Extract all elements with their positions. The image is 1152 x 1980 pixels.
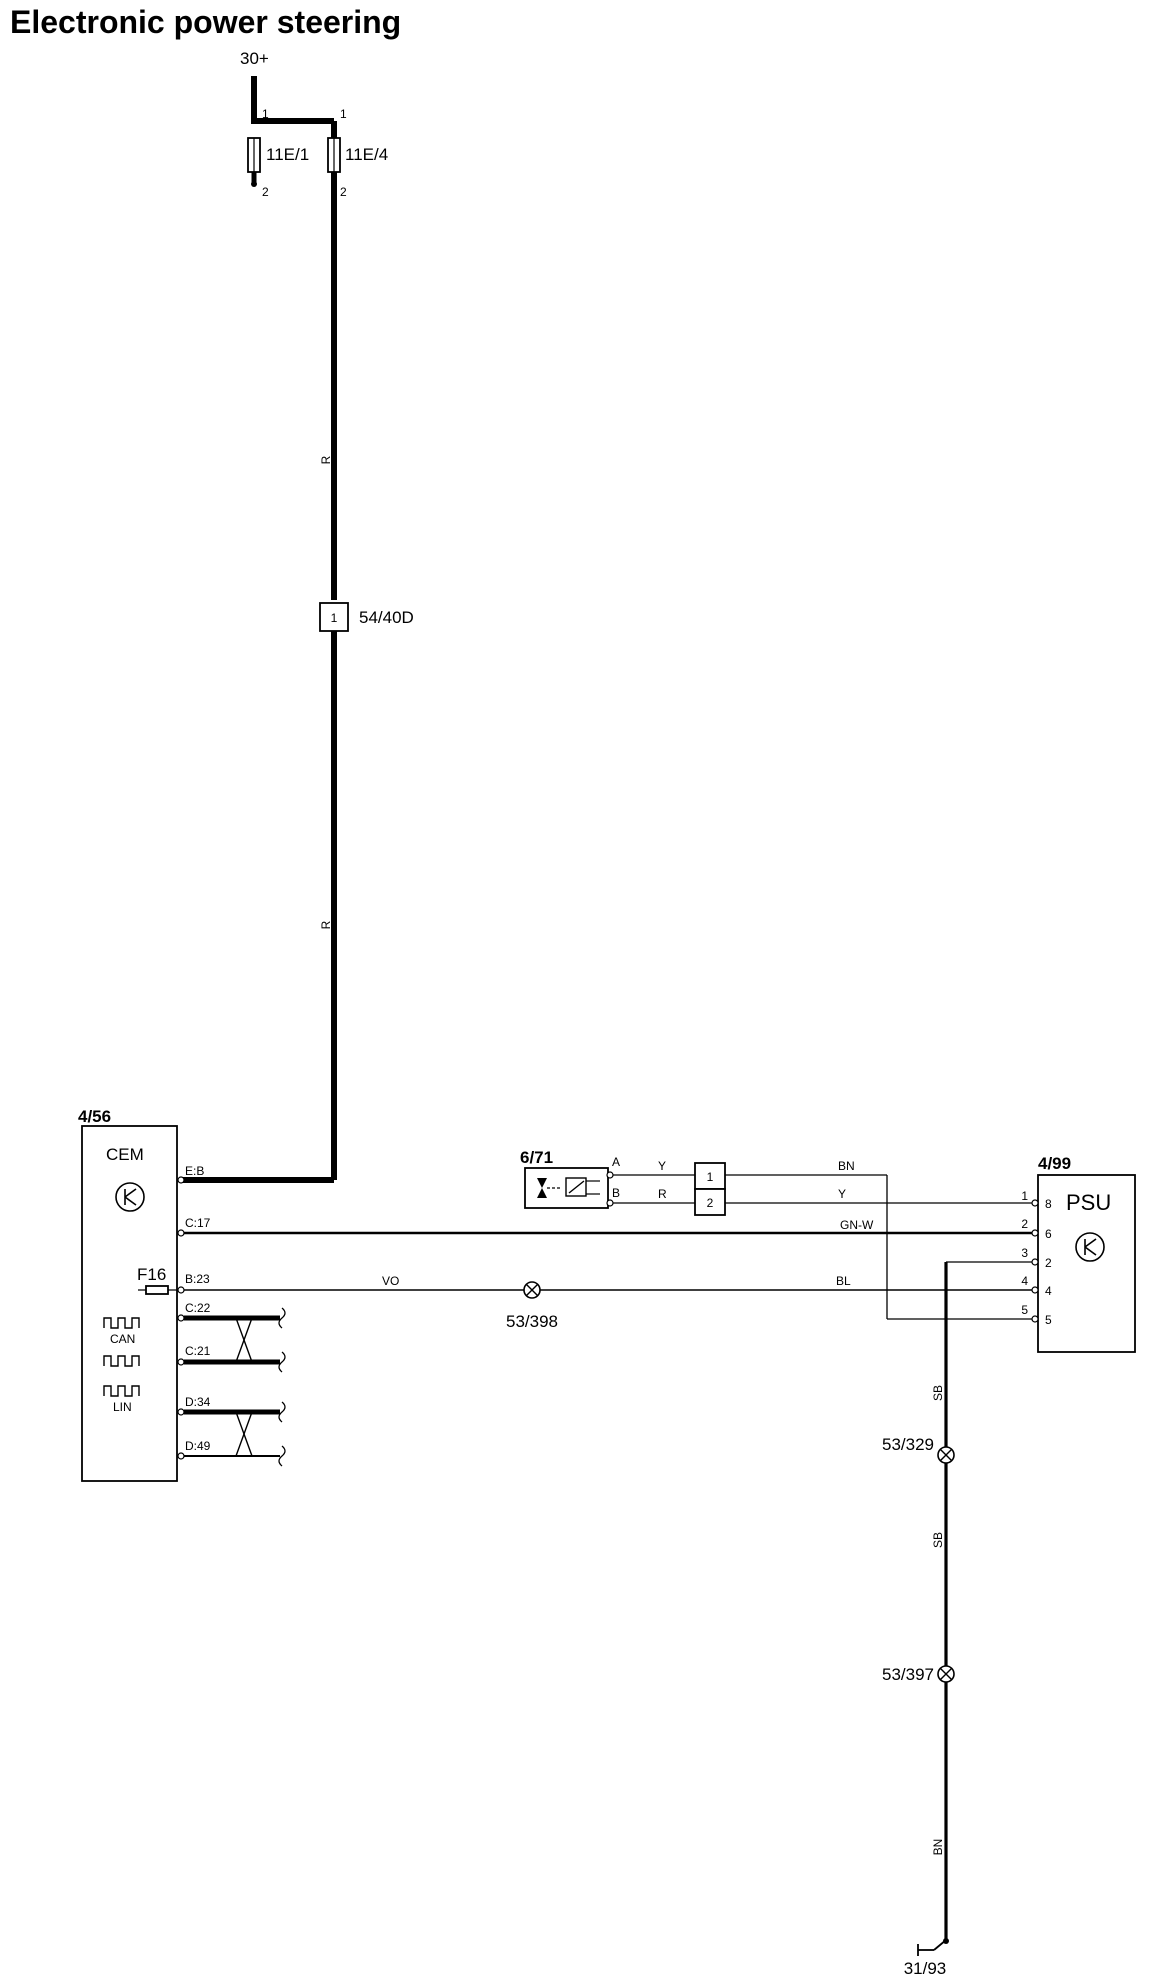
wire-c17: GN-W	[184, 1218, 1032, 1235]
cem-pin-d49: D:49	[185, 1439, 211, 1453]
cem-fuse-f16-symbol	[145, 1285, 169, 1295]
supply-label: 30+	[240, 49, 269, 68]
psu-transistor-icon	[1075, 1232, 1105, 1262]
ground-symbol: 31/93	[904, 1938, 949, 1978]
splice-53-329-label: 53/329	[882, 1435, 934, 1454]
wire-color-psu-6-from-conn: Y	[838, 1187, 846, 1201]
psu-inner-pin-4: 4	[1045, 1284, 1052, 1298]
splice-53-398-label: 53/398	[506, 1312, 558, 1331]
cem-module: 4/56 CEM E:B C:17 B:23 F16 C:22 C:21 D:3…	[78, 1107, 211, 1482]
psu-inner-pin-2: 2	[1045, 1256, 1052, 1270]
fuse-11e4: 1 2 11E/4	[327, 107, 388, 199]
cem-id: 4/56	[78, 1107, 111, 1126]
wire-color-psu-8: BN	[838, 1159, 855, 1173]
splice-53-398: 53/398	[506, 1281, 558, 1331]
wire-color-ground-3: BN	[931, 1839, 945, 1856]
can-bus-icon: CAN	[103, 1317, 140, 1367]
fuse-11e1-pin-top: 1	[262, 107, 269, 121]
wire-color-b23-right: BL	[836, 1274, 851, 1288]
diagram-title: Electronic power steering	[10, 4, 402, 40]
psu-outer-pin-3: 3	[1021, 1246, 1028, 1260]
psu-inner-pin-5: 5	[1045, 1313, 1052, 1327]
cem-fuse-f16: F16	[137, 1265, 166, 1284]
ground-label: 31/93	[904, 1959, 947, 1978]
cem-pin-c21: C:21	[185, 1344, 211, 1358]
lin-bus-icon: LIN	[103, 1385, 140, 1414]
lin-bus-label: LIN	[113, 1400, 132, 1414]
wire-color-c17: GN-W	[840, 1218, 874, 1232]
psu-outer-pin-1: 1	[1021, 1189, 1028, 1203]
psu-signal-wires: BN Y	[725, 1159, 1032, 1380]
psu-id: 4/99	[1038, 1154, 1071, 1173]
splice-53-329: 53/329	[882, 1435, 955, 1464]
psu-inner-pin-6: 6	[1045, 1227, 1052, 1241]
supply-section: 30+ 1 2 11E/1 1 2 11E/4	[240, 49, 388, 199]
wire-b23: VO BL 53/398	[184, 1274, 1032, 1331]
psu-name: PSU	[1066, 1190, 1111, 1215]
cem-body	[81, 1125, 178, 1482]
wire-color-supply-1: R	[319, 455, 333, 464]
transistor-icon	[115, 1182, 145, 1212]
connector-54-40d	[319, 602, 349, 632]
junction-connector-pin1-box	[694, 1162, 726, 1190]
psu-outer-pin-4: 4	[1021, 1274, 1028, 1288]
sensor-6-71: 6/71 A B	[520, 1148, 620, 1209]
sensor-wires: Y R	[613, 1159, 695, 1204]
wire-color-supply-2: R	[319, 920, 333, 929]
wire-color-sensor-a: Y	[658, 1159, 666, 1173]
cem-pin-c22: C:22	[185, 1301, 211, 1315]
psu-module: 4/99 PSU 1 2 3 4 5 8 6 2 4 5	[1021, 1154, 1136, 1353]
fuse-11e4-pin-bottom: 2	[340, 185, 347, 199]
fuse-11e1: 1 2 11E/1	[247, 107, 309, 199]
connector-54-40d-pin: 1	[331, 611, 338, 625]
psu-inner-pin-8: 8	[1045, 1197, 1052, 1211]
junction-connector-pin1: 1	[707, 1170, 714, 1184]
connector-54-40d-label: 54/40D	[359, 608, 414, 627]
psu-outer-pin-2: 2	[1021, 1217, 1028, 1231]
sensor-id: 6/71	[520, 1148, 553, 1167]
sensor-pin-a: A	[612, 1155, 620, 1169]
wire-color-ground-1: SB	[931, 1385, 945, 1401]
psu-outer-pin-5: 5	[1021, 1303, 1028, 1317]
supply-wire: R R 1 54/40D	[181, 172, 414, 1183]
cem-pin-c17: C:17	[185, 1216, 211, 1230]
fuse-11e1-pin-bottom: 2	[262, 185, 269, 199]
fuse-11e4-pin-top: 1	[340, 107, 347, 121]
splice-53-397: 53/397	[882, 1665, 955, 1684]
cem-pin-d34: D:34	[185, 1395, 211, 1409]
wire-color-ground-2: SB	[931, 1532, 945, 1548]
cem-pin-b23: B:23	[185, 1272, 210, 1286]
splice-53-397-label: 53/397	[882, 1665, 934, 1684]
fuse-11e1-label: 11E/1	[266, 145, 309, 164]
wire-color-sensor-b: R	[658, 1187, 667, 1201]
cem-pin-eb: E:B	[185, 1164, 204, 1178]
bus-wires	[184, 1307, 286, 1467]
can-bus-label: CAN	[110, 1332, 135, 1346]
cem-name: CEM	[106, 1145, 144, 1164]
junction-connector-pin2-box	[694, 1188, 726, 1216]
junction-connector: 1 2	[694, 1162, 726, 1216]
wire-color-b23: VO	[382, 1274, 399, 1288]
sensor-pin-b: B	[612, 1186, 620, 1200]
junction-connector-pin2: 2	[707, 1196, 714, 1210]
fuse-11e4-label: 11E/4	[345, 145, 388, 164]
ground-path: SB SB BN 53/329 53/397 31/93	[882, 1262, 955, 1978]
